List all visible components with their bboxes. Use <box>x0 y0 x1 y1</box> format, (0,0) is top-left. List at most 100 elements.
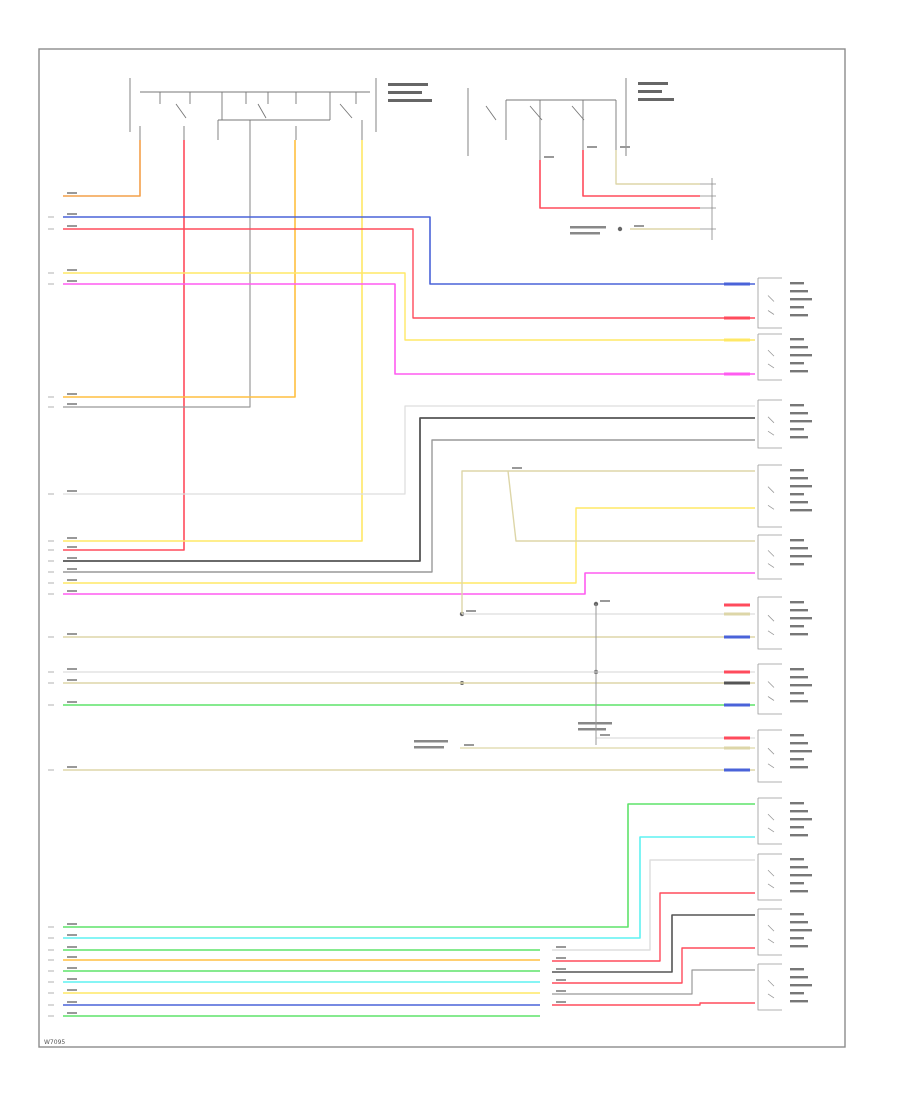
connector-stub <box>724 316 750 320</box>
wire-label-mark <box>67 1012 77 1014</box>
component-block <box>757 853 812 901</box>
connector-stub <box>724 670 750 674</box>
wire-cyan-1 <box>63 836 755 939</box>
connector-stubs <box>724 282 750 772</box>
wire-yellow-mid <box>63 272 755 341</box>
wire-label-mark <box>67 1001 77 1003</box>
wire-label-mark <box>67 633 77 635</box>
wire-amber <box>63 140 296 398</box>
wire-red-vertical <box>63 140 185 551</box>
component-block <box>757 908 812 956</box>
wire-label-mark <box>556 968 566 970</box>
connector-stub <box>724 372 750 376</box>
wire-label-mark <box>556 979 566 981</box>
wire-label-mark <box>67 213 77 215</box>
wire-label-mark <box>556 1001 566 1003</box>
component-block <box>757 729 812 783</box>
wire-label-mark <box>67 978 77 980</box>
switch-assembly-left-label <box>388 83 432 102</box>
wire-label-mark <box>620 146 630 148</box>
wire-label-mark <box>67 679 77 681</box>
wire-gray-7 <box>552 969 755 995</box>
wire-label-mark <box>67 668 77 670</box>
wire-label-mark <box>544 156 554 158</box>
wire-label-mark <box>67 590 77 592</box>
wire-tan-right <box>615 150 700 185</box>
component-block <box>757 663 812 715</box>
wire-label-mark <box>556 946 566 948</box>
connector-stub <box>724 282 750 286</box>
connector-stub <box>724 736 750 740</box>
wire-tan-2 <box>507 470 755 542</box>
connector-stub <box>724 768 750 772</box>
component-block <box>757 963 812 1011</box>
wire-label-mark <box>600 734 610 736</box>
wire-label-mark <box>466 610 476 612</box>
wire-label-mark <box>67 403 77 405</box>
wire-tan-top <box>461 470 755 614</box>
wires-layer <box>63 140 755 1017</box>
wire-label-mark <box>464 744 474 746</box>
wire-label-mark <box>67 280 77 282</box>
wire-gray-1 <box>63 405 755 495</box>
wire-label-mark <box>67 490 77 492</box>
wire-label-mark <box>67 557 77 559</box>
component-block <box>757 399 812 449</box>
wire-label-mark <box>67 701 77 703</box>
wire-pink-top <box>63 228 755 319</box>
wire-label-mark <box>634 225 644 227</box>
wire-label-mark <box>512 467 522 469</box>
wire-red-4 <box>552 1002 755 1006</box>
switch-assembly-right-label <box>638 82 674 101</box>
component-block <box>757 797 812 845</box>
splice-points <box>459 226 623 685</box>
terminal-block-upper <box>700 178 716 240</box>
connector-stub <box>724 612 750 616</box>
wire-dark-1 <box>63 417 755 562</box>
wire-label-mark <box>556 957 566 959</box>
wire-label-mark <box>67 934 77 936</box>
wire-label-mark <box>67 766 77 768</box>
wire-label-mark <box>556 990 566 992</box>
splice-labels <box>414 226 612 749</box>
wire-label-mark <box>67 579 77 581</box>
component-block <box>757 464 812 528</box>
connector-stub <box>724 635 750 639</box>
wire-green-2 <box>63 803 755 928</box>
components-layer <box>757 277 812 1011</box>
component-block <box>757 596 812 650</box>
wire-red-2 <box>552 892 755 962</box>
wire-dark-2 <box>552 914 755 973</box>
component-block <box>757 534 812 580</box>
wire-red-right-1 <box>539 160 700 209</box>
wire-label-mark <box>67 568 77 570</box>
component-block <box>757 277 812 329</box>
connector-stub <box>724 603 750 607</box>
wire-blue-top <box>63 216 755 285</box>
wire-magenta-2 <box>63 572 755 595</box>
switch-assembly-right <box>467 78 627 160</box>
switch-assembly-left <box>129 78 377 140</box>
wire-label-mark <box>67 225 77 227</box>
wire-label-mark <box>67 546 77 548</box>
wire-label-mark <box>587 146 597 148</box>
diagram-frame <box>38 48 846 1048</box>
wire-label-mark <box>67 956 77 958</box>
connector-stub <box>724 746 750 750</box>
wire-yellow-2 <box>63 507 755 584</box>
wire-red-3 <box>552 947 755 984</box>
wire-magenta-top <box>63 283 755 375</box>
wire-yellow-long <box>63 140 363 542</box>
left-pin-ticks <box>48 216 54 1017</box>
wire-orange <box>63 140 141 197</box>
connector-stub <box>724 681 750 685</box>
connector-stub <box>724 703 750 707</box>
wire-gray-6 <box>552 859 755 951</box>
wire-label-mark <box>600 600 610 602</box>
wire-label-mark <box>67 537 77 539</box>
wire-label-mark <box>67 967 77 969</box>
wire-label-mark <box>67 989 77 991</box>
component-block <box>757 333 812 381</box>
connector-stub <box>724 338 750 342</box>
